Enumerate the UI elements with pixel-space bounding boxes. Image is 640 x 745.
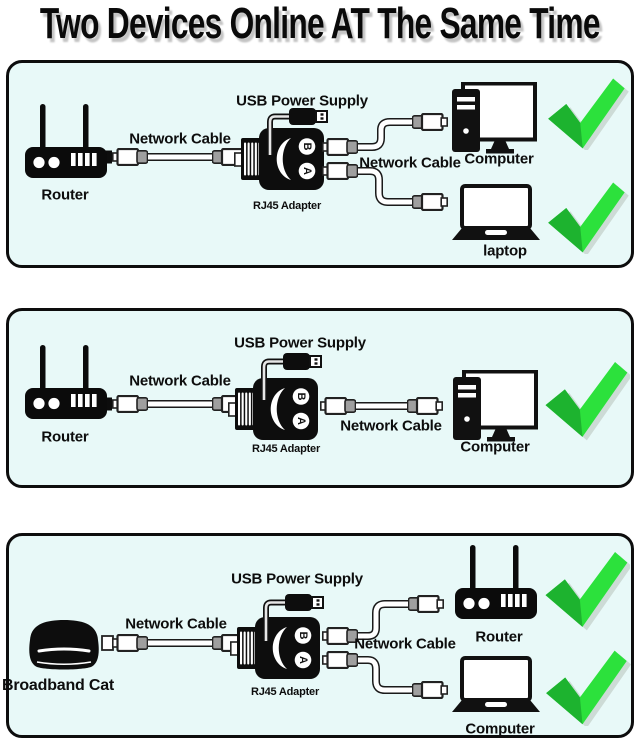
source-device-label: Broadband Cat [1, 677, 115, 694]
network-cable-label: Network Cable [359, 154, 461, 172]
laptop-icon [452, 184, 540, 242]
router-icon [455, 545, 537, 619]
rj45-plug-icon [408, 595, 444, 613]
panel-router-one-device: Router Network Cable USB Power Supply RJ… [6, 308, 634, 488]
rj45-plug-icon [322, 627, 358, 645]
checkmark-icon [546, 650, 631, 726]
rj45-plug-icon [112, 395, 148, 413]
router-port [103, 150, 112, 164]
router-port [103, 397, 112, 411]
network-cable-label: Network Cable [340, 417, 442, 435]
laptop-icon [452, 658, 540, 712]
cable-right-top [358, 118, 414, 151]
broadband-modem-icon [27, 618, 101, 671]
rj45-plug-icon [322, 162, 358, 180]
page-title: Two Devices Online AT The Same Time [40, 0, 601, 48]
rj45-plug-icon [320, 397, 356, 415]
network-cable-label: Network Cable [354, 635, 456, 653]
rj45-plug-icon [407, 397, 443, 415]
rj45-adapter-icon [228, 378, 318, 440]
cable-right-bottom [358, 656, 414, 694]
network-cable-label: Network Cable [129, 372, 231, 390]
router-icon [25, 104, 107, 178]
rj45-plug-icon [112, 634, 148, 652]
usb-power-supply-label: USB Power Supply [231, 570, 363, 588]
checkmark-icon [545, 552, 630, 631]
panel-broadband-two-devices: Broadband Cat Network Cable USB Power Su… [2, 533, 634, 738]
panel2-diagram [25, 345, 630, 443]
desktop-computer-icon [452, 82, 537, 155]
checkmark-icon [548, 182, 629, 254]
network-cable-label: Network Cable [125, 615, 227, 633]
rj45-plug-icon [412, 113, 448, 131]
rj45-adapter-label: RJ45 Adapter [250, 686, 320, 698]
device-label-laptop: laptop [483, 242, 527, 260]
source-device-label: Router [41, 428, 89, 446]
rj45-plug-icon [322, 138, 358, 156]
rj45-adapter-icon [234, 128, 324, 190]
cable-right-top [358, 600, 410, 640]
device-label-computer: Computer [464, 150, 534, 168]
panel1-diagram [25, 78, 629, 254]
rj45-plug-icon [322, 651, 358, 669]
checkmark-icon [545, 362, 630, 441]
rj45-plug-icon [412, 193, 448, 211]
network-cable-label: Network Cable [129, 130, 231, 148]
rj45-adapter-icon [230, 617, 320, 679]
source-device-label: Router [41, 186, 89, 204]
header: Two Devices Online AT The Same Time [0, 0, 640, 52]
rj45-plug-icon [412, 681, 448, 699]
checkmark-icon [548, 78, 629, 150]
device-label-computer: Computer [460, 438, 530, 456]
panel-router-two-devices: Router Network Cable USB Power Supply RJ… [6, 60, 634, 268]
usb-power-supply-label: USB Power Supply [236, 92, 368, 110]
device-label-router: Router [475, 628, 523, 646]
rj45-plug-icon [112, 148, 148, 166]
device-label-computer: Computer [465, 720, 535, 738]
panel3-diagram [27, 545, 631, 726]
desktop-computer-icon [453, 370, 538, 443]
cable-right-bottom [358, 167, 414, 206]
rj45-adapter-label: RJ45 Adapter [252, 200, 322, 212]
usb-power-supply-label: USB Power Supply [234, 334, 366, 352]
rj45-adapter-label: RJ45 Adapter [251, 443, 321, 455]
modem-port [101, 635, 114, 651]
router-icon [25, 345, 107, 419]
